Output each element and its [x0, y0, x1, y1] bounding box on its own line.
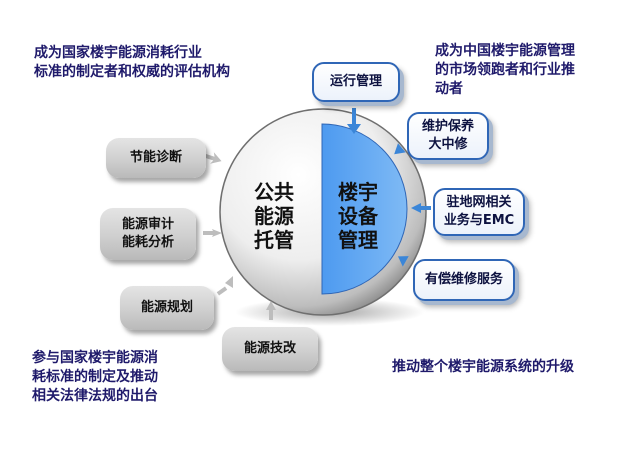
arrow-planning-stem [216, 286, 228, 296]
caption-bottom-right: 推动整个楼宇能源系统的升级 [392, 359, 574, 375]
sphere-left-line1: 公共 [254, 180, 294, 204]
service-planning-label: 能源规划 [140, 300, 193, 315]
service-emc-line2: 业务与EMC [443, 213, 515, 228]
arrow-audit [203, 229, 222, 237]
service-maintenance-line2: 大中修 [428, 137, 468, 152]
service-retrofit-label: 能源技改 [243, 341, 296, 356]
service-paid-repair: 有偿维修服务 [413, 259, 515, 301]
arrow-retrofit [266, 301, 276, 310]
service-operation-label: 运行管理 [329, 74, 382, 89]
caption-bottom-left-line2: 耗标准的制定及推动 [32, 369, 158, 385]
caption-top-left-line2: 标准的制定者和权威的评估机构 [34, 64, 230, 80]
arrow-retrofit-stem [269, 310, 273, 320]
service-maintenance-line1: 维护保养 [421, 119, 474, 134]
arrow-operation-stem [352, 108, 356, 126]
caption-bottom-left-line1: 参与国家楼宇能源消 [32, 350, 158, 366]
caption-bottom-left: 参与国家楼宇能源消 耗标准的制定及推动 相关法律法规的出台 [32, 349, 158, 406]
sphere-left-line2: 能源 [254, 204, 294, 228]
arrow-operation [347, 124, 361, 134]
sphere-blue-half [321, 123, 408, 295]
service-maintenance: 维护保养 大中修 [407, 112, 489, 160]
service-audit-line2: 能耗分析 [121, 235, 174, 250]
sphere-right-line1: 楼宇 [338, 180, 378, 204]
caption-top-right: 成为中国楼宇能源管理 的市场领跑者和行业推 动者 [435, 42, 575, 99]
caption-top-left-line1: 成为国家楼宇能源消耗行业 [34, 45, 202, 61]
caption-top-right-line3: 动者 [435, 81, 463, 97]
sphere-left-line3: 托管 [254, 228, 294, 252]
arrow-paid-repair [397, 256, 409, 267]
caption-top-left: 成为国家楼宇能源消耗行业 标准的制定者和权威的评估机构 [34, 44, 230, 82]
sphere-left-label: 公共 能源 托管 [244, 180, 304, 252]
caption-bottom-left-line3: 相关法律法规的出台 [32, 388, 158, 404]
sphere-right-line3: 管理 [338, 228, 378, 252]
service-operation: 运行管理 [312, 62, 400, 102]
service-diagnosis: 节能诊断 [106, 138, 206, 178]
arrow-emc-stem [421, 206, 431, 210]
sphere-right-label: 楼宇 设备 管理 [328, 180, 388, 252]
service-retrofit: 能源技改 [222, 327, 318, 371]
service-audit: 能源审计 能耗分析 [100, 208, 196, 260]
arrow-emc [411, 203, 421, 213]
service-audit-line1: 能源审计 [121, 217, 174, 232]
arrow-planning [225, 276, 233, 288]
sphere-right-line2: 设备 [338, 204, 378, 228]
caption-top-right-line2: 的市场领跑者和行业推 [435, 62, 575, 78]
service-paid-repair-label: 有偿维修服务 [424, 272, 503, 287]
caption-top-right-line1: 成为中国楼宇能源管理 [435, 43, 575, 59]
service-planning: 能源规划 [120, 286, 214, 330]
service-emc-line1: 驻地网相关 [446, 195, 512, 210]
arrow-diagnosis [203, 152, 222, 164]
service-diagnosis-label: 节能诊断 [129, 150, 182, 165]
arrow-maintenance [394, 143, 406, 155]
service-emc: 驻地网相关 业务与EMC [433, 188, 525, 236]
